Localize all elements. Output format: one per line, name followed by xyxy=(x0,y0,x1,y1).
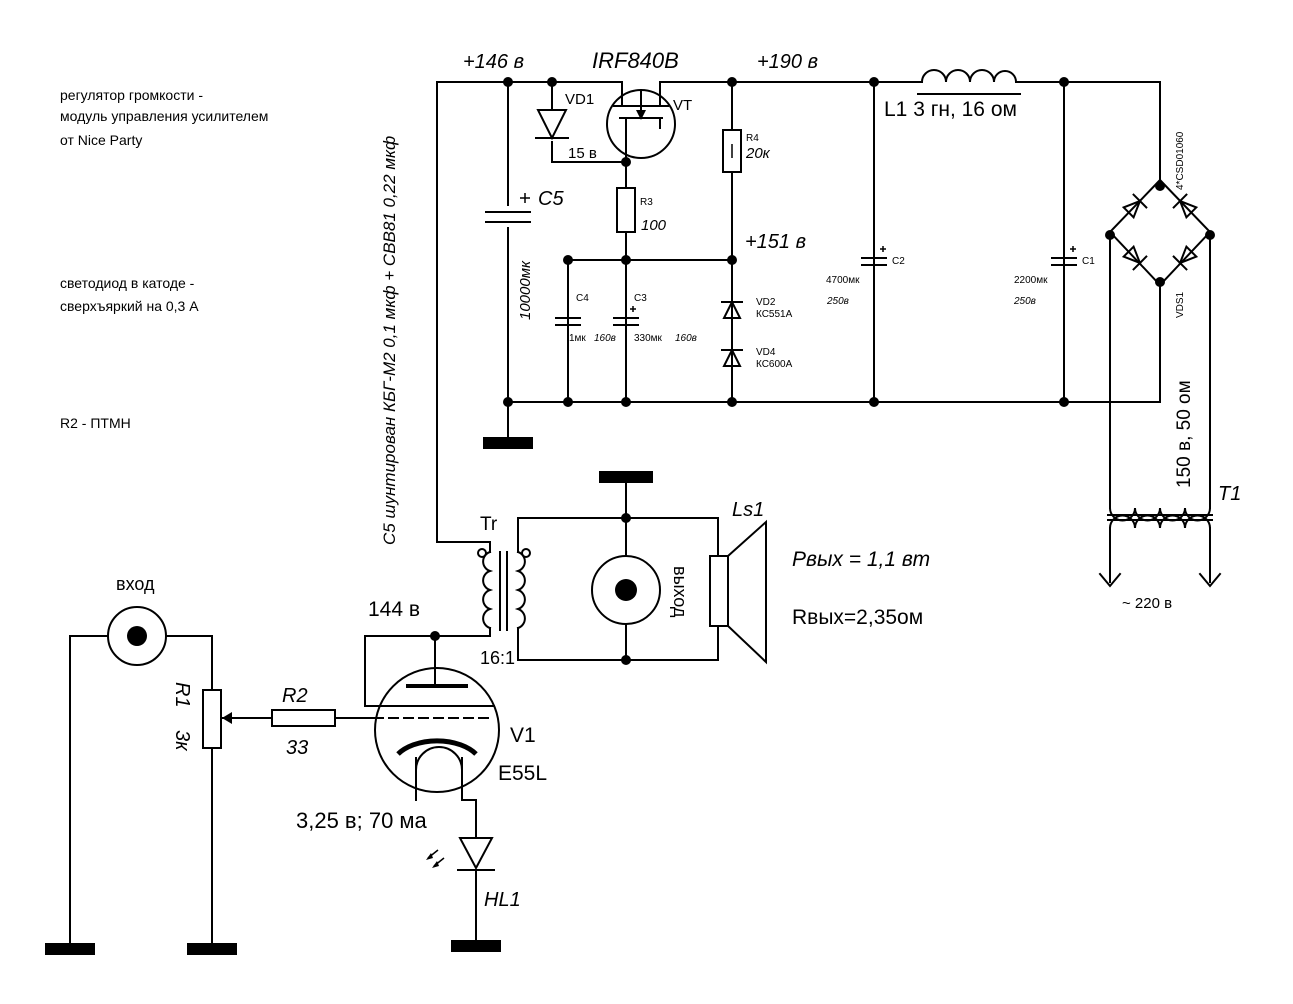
capacitor-c5 xyxy=(485,193,531,223)
label-vd1: VD1 xyxy=(565,91,594,108)
label-r1-value: 3к xyxy=(171,730,193,752)
ground-symbol-supply xyxy=(483,437,533,449)
zener-vd1 xyxy=(535,109,569,141)
note-volume-line3: от Nice Party xyxy=(60,132,142,148)
zener-vd2 xyxy=(721,299,743,319)
junction-dots xyxy=(430,77,1215,665)
output-jack xyxy=(591,555,661,625)
label-anode-voltage: 144 в xyxy=(368,598,420,621)
label-vd4: VD4 xyxy=(756,347,776,358)
label-c3-value: 330мк xyxy=(634,333,663,344)
label-vd2-part: КС551А xyxy=(756,309,793,320)
resistor-r4 xyxy=(722,129,742,173)
label-p-out: Pвых = 1,1 вт xyxy=(792,548,930,571)
amplifier-wiring xyxy=(69,481,719,946)
label-c4-value: 1мк xyxy=(569,333,586,344)
label-hl1: HL1 xyxy=(484,889,521,911)
led-hl1 xyxy=(426,837,495,871)
label-rail-151: +151 в xyxy=(745,231,806,253)
resistor-r3 xyxy=(616,187,636,233)
label-cathode: 3,25 в; 70 ма xyxy=(296,808,428,833)
loudspeaker-ls1 xyxy=(709,519,767,665)
label-t1: T1 xyxy=(1218,483,1241,505)
label-input-jack: вход xyxy=(116,574,155,594)
label-tr-ratio: 16:1 xyxy=(480,648,515,668)
zener-vd4 xyxy=(721,347,743,367)
resistor-r2 xyxy=(271,709,336,727)
supply-wiring xyxy=(436,81,1211,543)
label-r1: R1 xyxy=(171,682,193,708)
label-ls1: Ls1 xyxy=(732,499,764,521)
label-v1: V1 xyxy=(510,724,536,747)
note-c5-shunt: C5 шунтирован КБГ-М2 0,1 мкф + CBB81 0,2… xyxy=(380,136,399,545)
label-c4-voltage: 160в xyxy=(594,333,616,344)
label-vd1-value: 15 в xyxy=(568,145,597,162)
note-volume-line1: регулятор громкости - xyxy=(60,87,203,103)
output-transformer-tr xyxy=(477,548,531,631)
label-c3: C3 xyxy=(634,293,647,304)
capacitor-c4 xyxy=(555,317,581,326)
label-vds1: VDS1 xyxy=(1175,291,1186,318)
mosfet-vt xyxy=(606,81,676,159)
label-v1-part: E55L xyxy=(498,762,547,785)
label-c1: C1 xyxy=(1082,256,1095,267)
note-volume-line2: модуль управления усилителем xyxy=(60,108,268,124)
label-r3-value: 100 xyxy=(641,217,667,234)
note-led-line2: сверхъяркий на 0,3 А xyxy=(60,298,199,314)
capacitor-c2 xyxy=(861,246,887,266)
label-bridge-part: 4*CSD01060 xyxy=(1175,131,1186,190)
label-c3-voltage: 160в xyxy=(675,333,697,344)
label-c4: C4 xyxy=(576,293,589,304)
ground-symbol-output xyxy=(599,471,653,483)
label-vd4-part: КС600А xyxy=(756,359,793,370)
capacitor-c1 xyxy=(1051,246,1077,266)
label-c5-value: 10000мк xyxy=(517,260,534,320)
label-c2-value: 4700мк xyxy=(826,275,860,286)
ground-symbol-pot xyxy=(187,943,237,955)
label-c1-value: 2200мк xyxy=(1014,275,1048,286)
label-l1: L1 3 гн, 16 ом xyxy=(884,98,1017,121)
label-output-jack: выход xyxy=(670,566,690,618)
label-c5: C5 xyxy=(538,188,564,210)
inductor-l1 xyxy=(917,69,1021,95)
label-mains: ~ 220 в xyxy=(1122,595,1172,612)
label-r3: R3 xyxy=(640,197,653,208)
ground-symbol-input xyxy=(45,943,95,955)
tube-v1 xyxy=(373,667,500,793)
note-r2: R2 - ПТМН xyxy=(60,415,131,431)
label-r-out: Rвых=2,35ом xyxy=(792,606,923,629)
label-c2-voltage: 250в xyxy=(826,296,849,307)
label-r2: R2 xyxy=(282,685,308,707)
note-led-line1: светодиод в катоде - xyxy=(60,275,195,291)
transformer-t1 xyxy=(1098,506,1222,588)
label-rail-146: +146 в xyxy=(463,51,524,73)
potentiometer-r1 xyxy=(202,689,233,749)
label-r2-value: 33 xyxy=(286,737,308,759)
label-rail-190: +190 в xyxy=(757,51,818,73)
label-r4-value: 20к xyxy=(745,145,771,162)
label-c2: C2 xyxy=(892,256,905,267)
label-r4: R4 xyxy=(746,133,759,144)
label-vt: VT xyxy=(673,97,692,114)
label-t1-secondary: 150 в, 50 ом xyxy=(1174,380,1195,488)
ground-symbol-cathode xyxy=(451,940,501,952)
label-vt-part: IRF840B xyxy=(592,48,679,73)
capacitor-c3 xyxy=(613,306,639,326)
label-c1-voltage: 250в xyxy=(1013,296,1036,307)
bridge-rectifier-vds1 xyxy=(1108,178,1212,287)
input-jack xyxy=(107,606,167,666)
label-vd2: VD2 xyxy=(756,297,776,308)
label-tr: Tr xyxy=(480,514,498,535)
